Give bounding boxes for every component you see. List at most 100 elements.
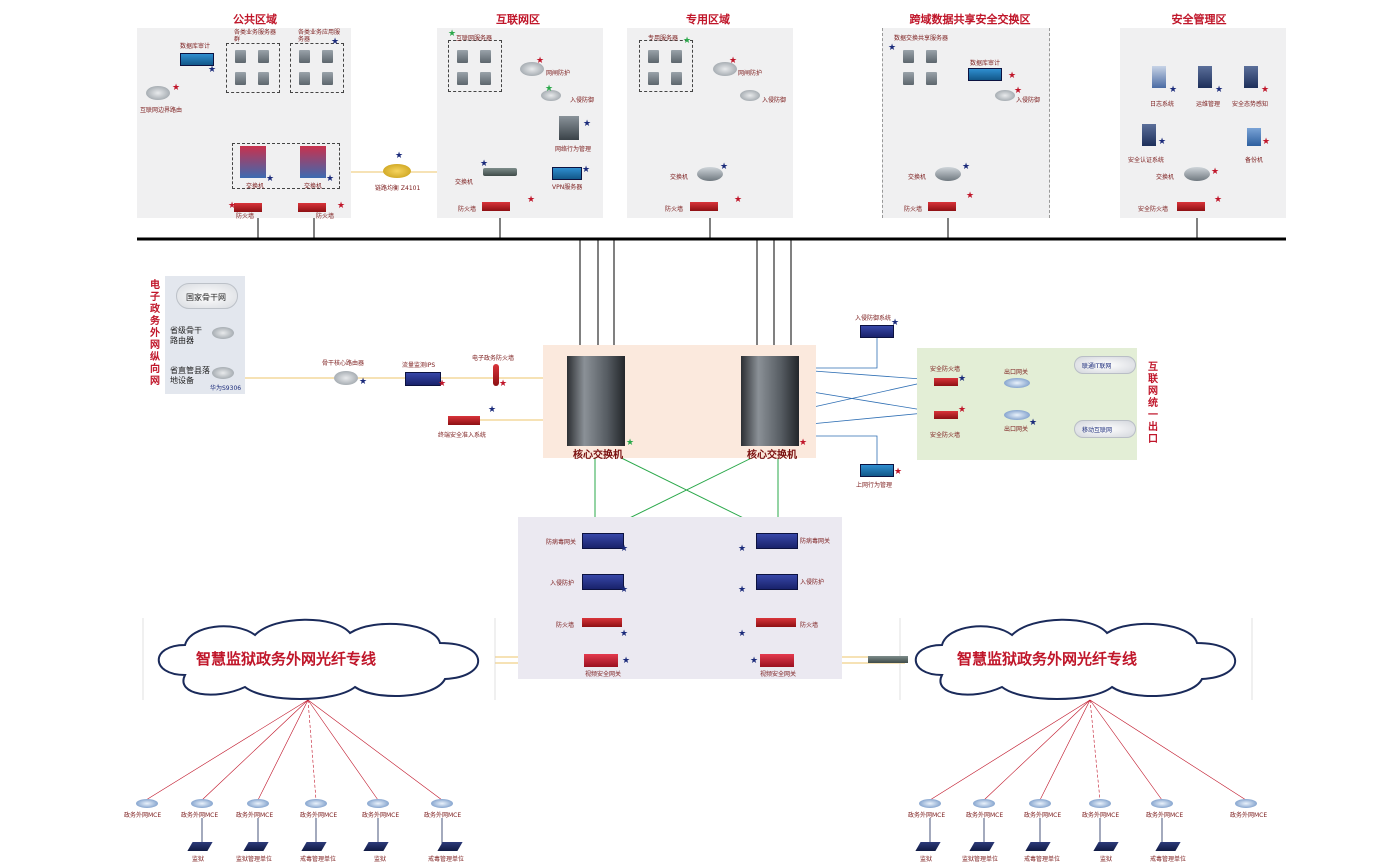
provincial-router-icon <box>212 327 234 339</box>
ids-bottom-icon <box>860 464 894 477</box>
core-switch-a-icon <box>567 356 625 446</box>
label-core-a: 核心交换机 <box>573 450 623 461</box>
label-right-fw2: 安全防火墙 <box>930 432 961 439</box>
label-device-small: 华为S9306 <box>210 385 242 392</box>
endpoint-right-bottom-2: 戒毒管理单位 <box>1024 856 1061 863</box>
label-row1-left: 防病毒网关 <box>546 539 577 546</box>
label-internet-switch: 交换机 <box>455 179 474 186</box>
mce-icon <box>191 799 213 808</box>
endpoint-left-bottom-5: 戒毒管理单位 <box>428 856 465 863</box>
label-security-switch: 交换机 <box>1156 174 1175 181</box>
isp1-cloud <box>1074 356 1136 374</box>
endpoint-left-top-2: 政务外网MCE <box>236 812 274 819</box>
endpoint-left-top-1: 政务外网MCE <box>181 812 219 819</box>
label-db-audit: 数据库审计 <box>180 43 211 50</box>
label-egov-fw: 电子政务防火墙 <box>472 355 515 362</box>
label-fw-b: 防火墙 <box>316 213 335 220</box>
label-lower-fw: 终端安全准入系统 <box>438 432 487 439</box>
exit-gw-2-icon <box>1004 410 1030 420</box>
mce-icon <box>919 799 941 808</box>
mce-icon <box>1029 799 1051 808</box>
label-exchange-db-audit: 数据库审计 <box>970 60 1001 67</box>
exit-fw-1-icon <box>934 378 958 386</box>
label-wangzha: 网闸防护 <box>546 70 571 77</box>
zone-security <box>1120 28 1286 218</box>
endpoint-left-top-3: 政务外网MCE <box>300 812 338 819</box>
db-audit-device <box>180 53 214 66</box>
label-internet-servers: 互联网服务器 <box>456 35 493 42</box>
endpoint-right-top-0: 政务外网MCE <box>908 812 946 819</box>
endpoint-right-top-2: 政务外网MCE <box>1024 812 1062 819</box>
switch-b-icon <box>300 146 326 178</box>
label-row1-right: 防病毒网关 <box>800 538 831 545</box>
label-exchange-ips: 入侵防御 <box>1016 97 1041 104</box>
ips-icon <box>541 90 561 101</box>
label-gw2: 出口网关 <box>1004 426 1029 433</box>
zone-title-exchange: 跨域数据共享安全交换区 <box>909 13 1031 26</box>
zone-title-dedicated: 专用区域 <box>686 13 730 26</box>
fw-right-icon <box>756 618 796 627</box>
exchange-ips-icon <box>995 90 1015 101</box>
vertical-network-title: 电子政务外网纵向网 <box>150 280 160 387</box>
dedicated-wangzha-icon <box>713 62 737 76</box>
label-hub-switch: 互联网边界路由 <box>140 107 183 114</box>
label-dedicated-wangzha: 网闸防护 <box>738 70 763 77</box>
vpn-icon <box>552 167 582 180</box>
label-row4-left: 视频安全网关 <box>585 671 622 678</box>
label-sec-s1: 日志系统 <box>1150 101 1175 108</box>
county-device-icon <box>212 367 234 379</box>
ips-left-icon <box>582 574 624 590</box>
label-row3-left: 防火墙 <box>556 622 575 629</box>
endpoint-right-bottom-3: 监狱 <box>1100 856 1113 863</box>
security-switch-icon <box>1184 167 1210 181</box>
av-gateway-left-icon <box>582 533 624 549</box>
label-switch-a: 交换机 <box>246 183 265 190</box>
internet-server-group <box>448 40 502 92</box>
endpoint-left-bottom-2: 监狱管理单位 <box>236 856 273 863</box>
isp2-cloud <box>1074 420 1136 438</box>
label-exchange-switch: 交换机 <box>908 174 927 181</box>
exchange-switch-icon <box>935 167 961 181</box>
mce-icon <box>305 799 327 808</box>
label-right-fw1: 安全防火墙 <box>930 366 961 373</box>
fw-left-icon <box>582 618 622 627</box>
label-gw1: 出口网关 <box>1004 369 1029 376</box>
endpoint-right-top-1: 政务外网MCE <box>966 812 1004 819</box>
label-exchange-servers: 数据交换共享服务器 <box>894 35 949 42</box>
label-switch-b: 交换机 <box>304 183 323 190</box>
ips-right-icon <box>756 574 798 590</box>
switch-a-icon <box>240 146 266 178</box>
endpoint-right-bottom-0: 监狱 <box>920 856 933 863</box>
mce-icon <box>247 799 269 808</box>
terminal-access-icon <box>448 416 480 425</box>
label-dedicated-servers: 专用服务器 <box>648 35 679 42</box>
internet-switch-icon <box>483 168 517 176</box>
av-gateway-right-icon <box>756 533 798 549</box>
mce-icon <box>1151 799 1173 808</box>
exchange-fw-icon <box>928 202 956 211</box>
label-ips: 入侵防御 <box>570 97 595 104</box>
egov-firewall-icon <box>493 364 499 386</box>
backup-icon <box>1247 128 1261 146</box>
label-isp1: 联通IT联网 <box>1082 363 1112 370</box>
cloud-right <box>914 618 1237 700</box>
label-row3-right: 防火墙 <box>800 622 819 629</box>
label-sec-s4: 安全认证系统 <box>1128 157 1165 164</box>
label-fw-a: 防火墙 <box>236 213 255 220</box>
label-sec-s3: 安全态势感知 <box>1232 101 1269 108</box>
security-fw-icon <box>1177 202 1205 211</box>
label-isp2: 移动互联网 <box>1082 427 1113 434</box>
cloud-left-label: 智慧监狱政务外网光纤专线 <box>196 650 377 668</box>
switch-group <box>232 143 340 189</box>
endpoint-right-top-4: 政务外网MCE <box>1146 812 1184 819</box>
wangzha-icon <box>520 62 544 76</box>
label-dedicated-ips: 入侵防御 <box>762 97 787 104</box>
auth-system-icon <box>1142 124 1156 146</box>
exchange-db-audit-icon <box>968 68 1002 81</box>
zone-title-security: 安全管理区 <box>1171 13 1227 26</box>
core-switch-b-icon <box>741 356 799 446</box>
dedicated-switch-icon <box>697 167 723 181</box>
label-internet-fw: 防火墙 <box>458 206 477 213</box>
core-router-icon <box>334 371 358 385</box>
dedicated-ips-icon <box>740 90 760 101</box>
